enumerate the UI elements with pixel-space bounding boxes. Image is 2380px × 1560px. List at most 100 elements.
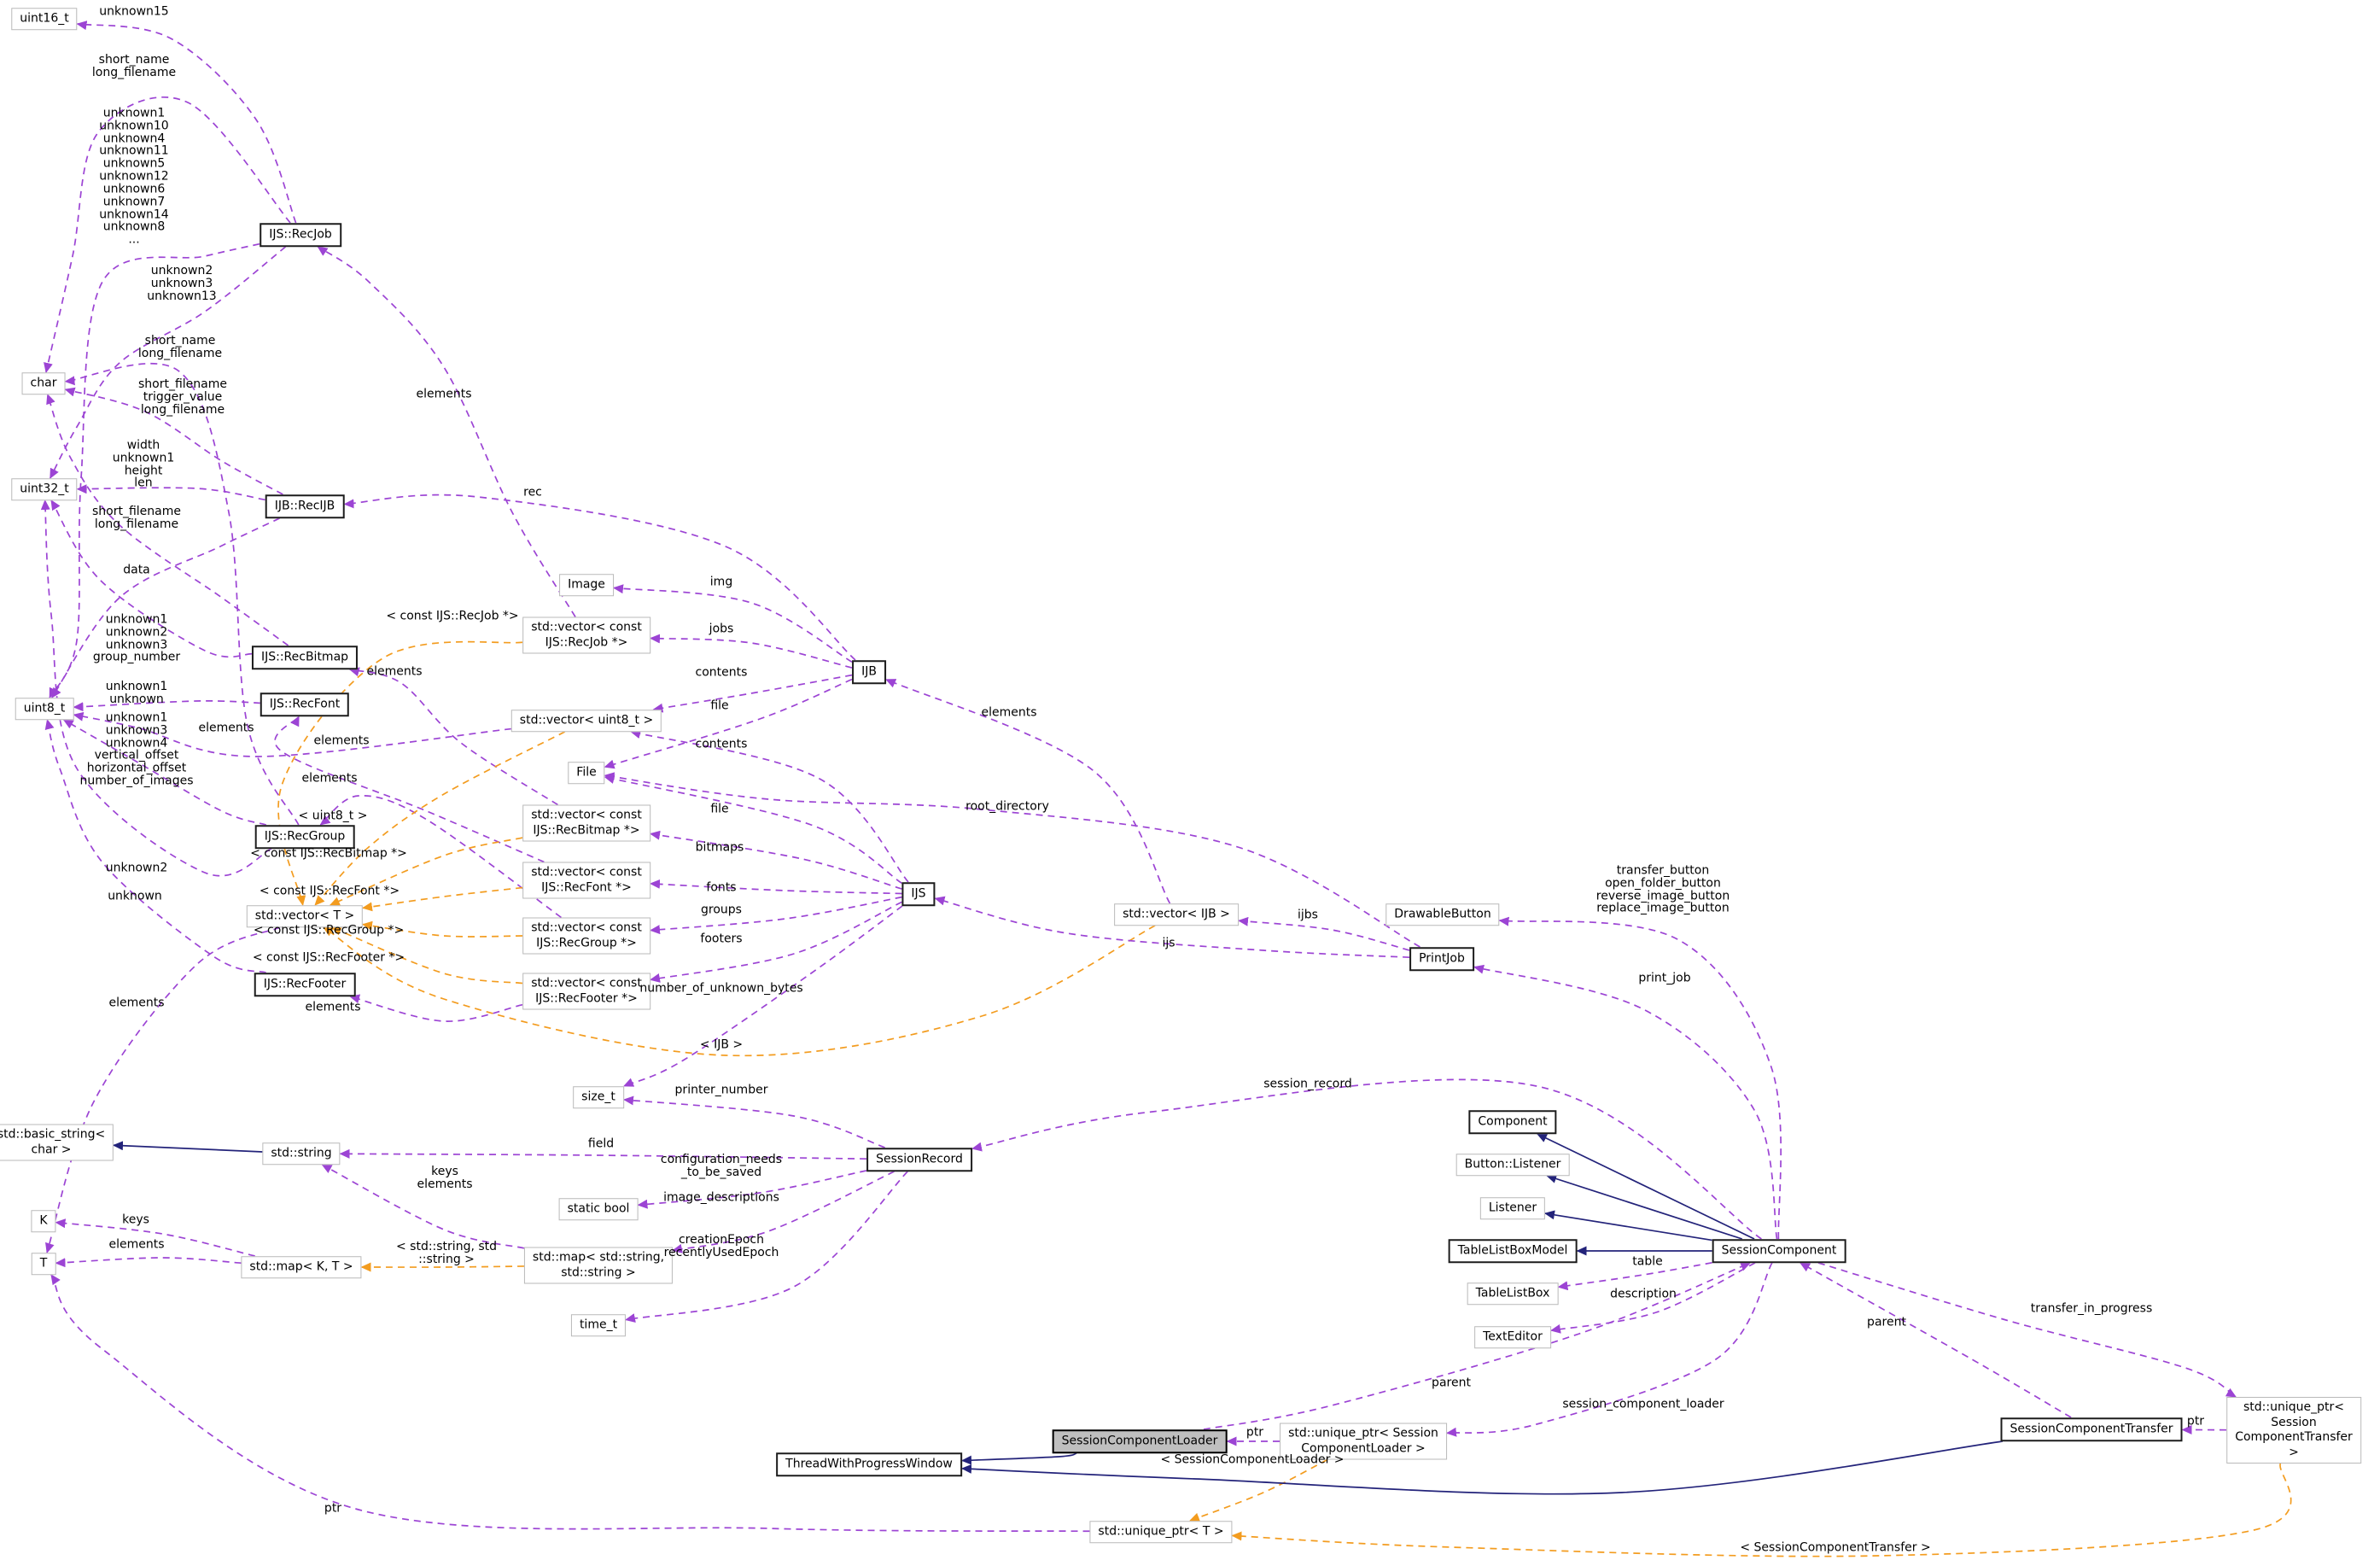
edge-recfooter-uint8 <box>44 719 266 973</box>
edge-label-recijb-uint32: width unknown1 height len <box>112 438 175 490</box>
edge-label-vecrecgroup-vectorT: < const IJS::RecGroup *> <box>253 923 405 938</box>
node-tlbmodel[interactable]: TableListBoxModel <box>1448 1239 1578 1263</box>
edge-label-uptrscl-scloader: ptr <box>1245 1425 1264 1440</box>
edge-label-recijb-char: short_filename trigger_value long_filena… <box>137 377 228 417</box>
node-recfooter[interactable]: IJS::RecFooter <box>254 973 356 996</box>
node-sessioncomponent[interactable]: SessionComponent <box>1712 1239 1846 1263</box>
node-recgroup[interactable]: IJS::RecGroup <box>254 825 355 849</box>
edge-mapss-stdstring <box>321 1164 525 1249</box>
edge-label-mapKT-K: keys <box>122 1212 149 1227</box>
edge-printjob-ijs <box>934 896 1410 959</box>
edge-label-ijb-vecuint8: contents <box>695 665 748 680</box>
edge-sessioncomponent-texteditor <box>1550 1262 1756 1334</box>
edge-label-sessioncomponent-uptrsct: transfer_in_progress <box>2030 1301 2153 1316</box>
edge-ijb-recijb <box>343 494 856 661</box>
node-scloader[interactable]: SessionComponentLoader <box>1052 1429 1228 1453</box>
edge-label-vecrecfont-recfont: elements <box>198 721 254 735</box>
edge-sctransfer-twpw <box>961 1440 2004 1495</box>
node-staticbool: static bool <box>558 1198 639 1220</box>
edge-label-ijs-vecuint8: contents <box>695 737 748 751</box>
node-stdstring: std::string <box>262 1142 341 1165</box>
edge-sessioncomponent-uptrscl <box>1446 1262 1773 1437</box>
node-sctransfer[interactable]: SessionComponentTransfer <box>2000 1417 2183 1441</box>
edge-label-sessioncomponent-sessionrecord: session_record <box>1263 1077 1352 1091</box>
node-recbitmap[interactable]: IJS::RecBitmap <box>251 646 359 669</box>
node-sizet: size_t <box>573 1086 624 1108</box>
edge-sessioncomponent-sessionrecord <box>971 1078 1762 1240</box>
edge-label-vecuint8-vectorT: < uint8_t > <box>298 809 368 823</box>
edge-label-vecrecfooter-recfooter: elements <box>305 1000 361 1014</box>
edge-ijs-vecrecgroup <box>650 896 902 935</box>
edge-label-ijs-sizet: number_of_unknown_bytes <box>639 981 803 996</box>
edge-label-vecrecjob-vectorT: < const IJS::RecJob *> <box>386 609 519 623</box>
edge-mapss-mapKT <box>360 1262 525 1272</box>
node-T: T <box>31 1253 56 1275</box>
node-uint32: uint32_t <box>11 478 78 500</box>
edge-sessionrecord-timet <box>625 1171 908 1323</box>
edge-label-sessioncomponent-tablelistbox: table <box>1632 1254 1663 1269</box>
edge-label-vectorT-T: elements <box>108 996 165 1010</box>
edge-label-recbitmap-uint32: unknown1 unknown2 unknown3 group_number <box>92 612 181 664</box>
edge-label-recjob-uint32: unknown2 unknown3 unknown13 <box>147 263 217 303</box>
node-vecrecjob: std::vector< const IJS::RecJob *> <box>522 616 650 654</box>
node-printjob[interactable]: PrintJob <box>1409 947 1474 971</box>
edge-ijs-vecrecfooter <box>650 901 902 983</box>
edge-sessioncomponent-uptrsct <box>1817 1262 2237 1398</box>
node-uptrsct: std::unique_ptr< Session ComponentTransf… <box>2226 1397 2361 1464</box>
node-listener: Listener <box>1479 1197 1546 1219</box>
edge-label-vecijb-vectorT: < IJB > <box>699 1037 744 1052</box>
node-tablelistbox: TableListBox <box>1467 1282 1559 1305</box>
edge-label-sessionrecord-stdstring: field <box>587 1136 615 1151</box>
node-twpw[interactable]: ThreadWithProgressWindow <box>776 1452 962 1476</box>
edge-vectorT-T <box>45 926 281 1253</box>
edge-label-recgroup-char: short_name long_filename <box>137 334 223 360</box>
node-vecrecfont: std::vector< const IJS::RecFont *> <box>522 862 650 899</box>
edge-ijb-vecuint8 <box>652 674 853 713</box>
node-vecrecfooter: std::vector< const IJS::RecFooter *> <box>522 973 650 1010</box>
edge-label-printjob-ijs: ijs <box>1162 936 1175 950</box>
edge-label-ijs-vecrecgroup: groups <box>701 903 742 917</box>
edge-label-sessioncomponent-drawablebutton: transfer_button open_folder_button rever… <box>1595 863 1730 915</box>
edge-ijs-sizet <box>623 905 903 1087</box>
edge-vecrecjob-recjob <box>317 246 576 617</box>
node-ijs[interactable]: IJS <box>901 882 936 906</box>
edge-label-recgroup-uint32: unknown2 <box>105 861 168 875</box>
edge-label-mapss-mapKT: < std::string, std ::string > <box>395 1240 498 1266</box>
edge-label-vecrecjob-recjob: elements <box>416 387 472 401</box>
node-file: File <box>568 762 605 784</box>
node-basicstring: std::basic_string< char > <box>0 1124 114 1161</box>
edge-label-sessionrecord-timet: creationEpoch recentlyUsedEpoch <box>663 1233 779 1259</box>
edge-recijb-char <box>64 387 283 495</box>
node-recijb[interactable]: IJB::RecIJB <box>265 494 345 518</box>
edge-ijb-image <box>613 584 853 663</box>
node-sessionrecord[interactable]: SessionRecord <box>866 1148 972 1171</box>
edge-vecrecbitmap-recbitmap <box>348 667 558 806</box>
edge-ijb-file <box>604 678 853 769</box>
edge-sessioncomponent-buttonlistener <box>1546 1174 1743 1240</box>
node-ijb[interactable]: IJB <box>852 660 886 684</box>
node-component[interactable]: Component <box>1468 1110 1557 1134</box>
edge-label-sctransfer-sessioncomponent: parent <box>1867 1315 1906 1329</box>
edge-label-recfont-uint8: unknown1 unknown <box>105 680 168 706</box>
edge-uptrT-T <box>50 1274 1090 1533</box>
node-uint8: uint8_t <box>15 698 74 720</box>
node-vecuint8: std::vector< uint8_t > <box>510 710 662 732</box>
edge-vecrecgroup-recgroup <box>319 795 562 919</box>
node-recfont[interactable]: IJS::RecFont <box>260 692 350 716</box>
edge-label-mapss-stdstring: keys elements <box>417 1165 473 1191</box>
edge-label-uptrsct-uptrT: < SessionComponentTransfer > <box>1740 1540 1931 1555</box>
edge-label-vecrecbitmap-recbitmap: elements <box>366 664 423 679</box>
edge-ijs-file <box>604 774 902 885</box>
edge-ijs-vecrecbitmap <box>650 830 902 890</box>
node-vectorT: std::vector< T > <box>246 905 364 927</box>
node-uptrT: std::unique_ptr< T > <box>1089 1521 1233 1543</box>
edge-stdstring-basicstring <box>113 1141 263 1153</box>
edge-label-printjob-file: root_directory <box>965 799 1049 814</box>
node-recjob[interactable]: IJS::RecJob <box>260 223 341 247</box>
edge-label-vecuint8-uint8: elements <box>313 733 370 748</box>
edge-label-ijb-recijb: rec <box>523 485 542 500</box>
node-char: char <box>21 372 66 394</box>
edge-label-vecrecfont-vectorT: < const IJS::RecFont *> <box>259 884 400 898</box>
